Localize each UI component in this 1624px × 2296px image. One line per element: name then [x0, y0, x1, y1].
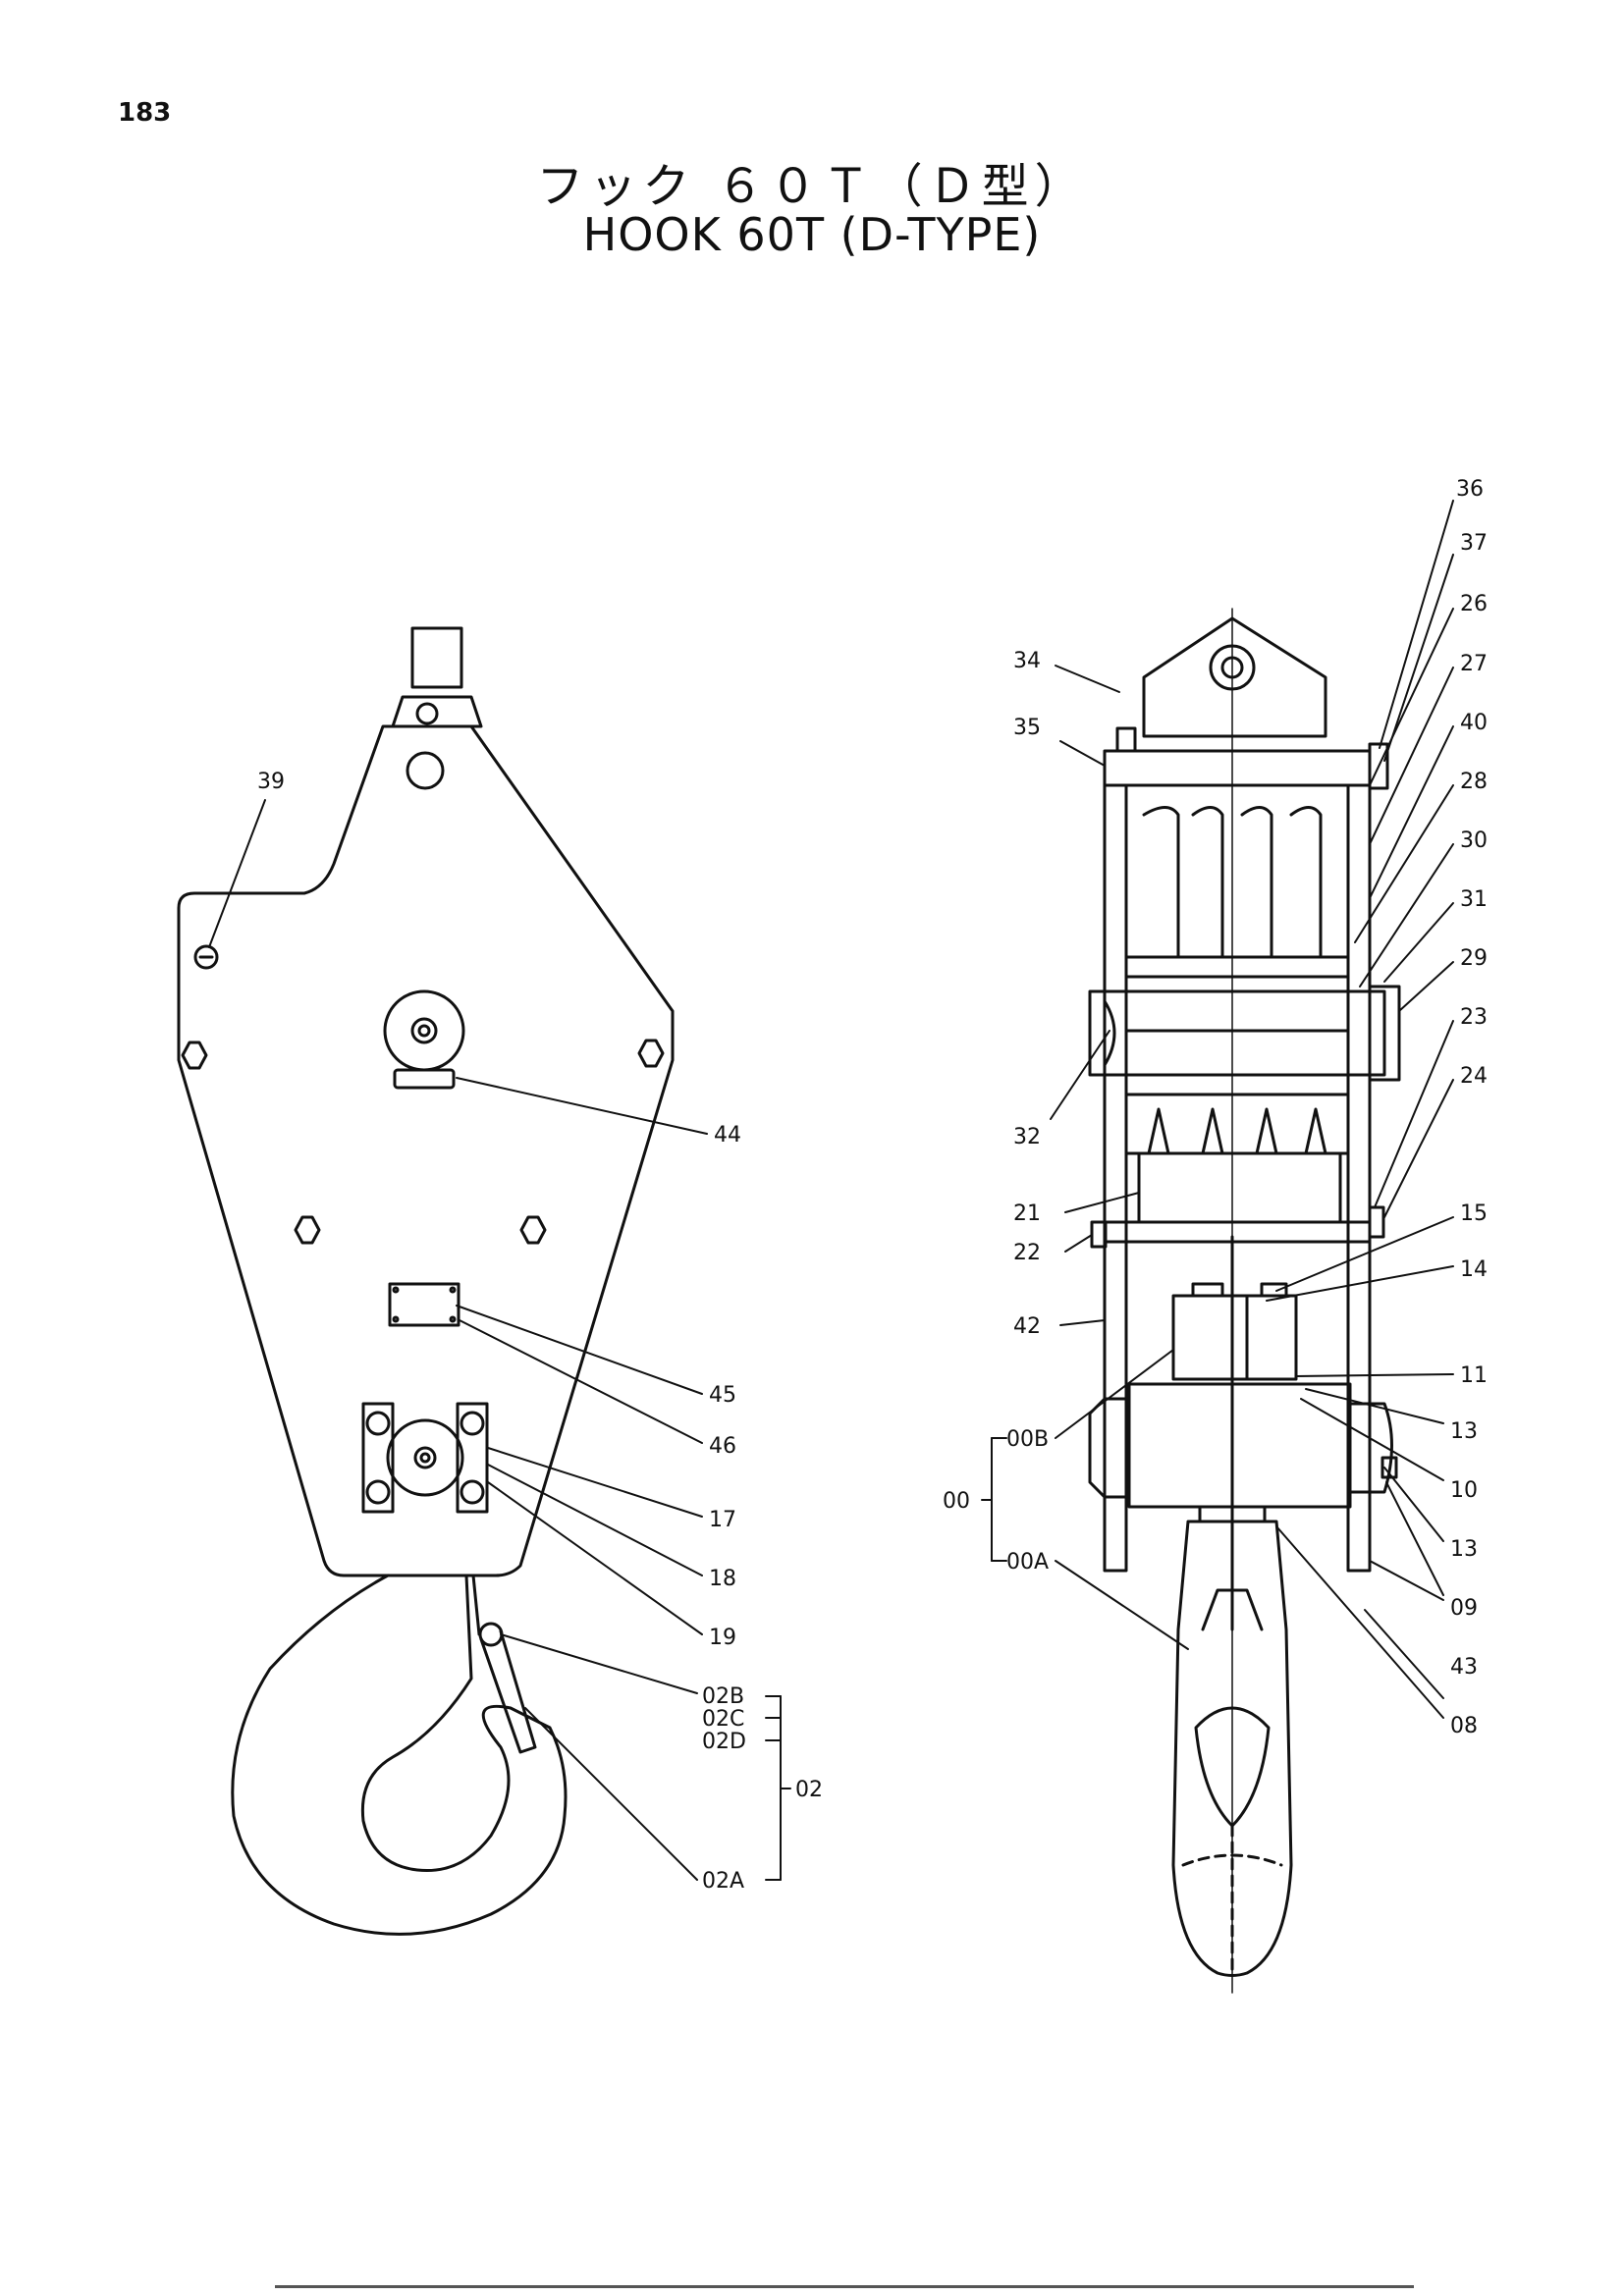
callout-18: 18	[709, 1567, 736, 1591]
callout-14: 14	[1460, 1257, 1488, 1282]
callout-02A: 02A	[702, 1869, 744, 1894]
callout-15: 15	[1460, 1201, 1488, 1226]
page-number: 183	[118, 98, 172, 128]
callout-27: 27	[1460, 652, 1488, 676]
callout-19: 19	[709, 1626, 736, 1650]
callout-08: 08	[1450, 1714, 1478, 1738]
callout-02D: 02D	[702, 1730, 746, 1754]
callout-02C: 02C	[702, 1707, 744, 1732]
callout-35: 35	[1013, 716, 1041, 740]
callout-02: 02	[795, 1778, 823, 1802]
callout-02B: 02B	[702, 1684, 744, 1709]
title-english: HOOK 60T (D-TYPE)	[582, 208, 1042, 261]
callout-42: 42	[1013, 1314, 1041, 1339]
callout-37: 37	[1460, 531, 1488, 556]
title-japanese: フック ６０Ｔ（Ｄ型）	[536, 159, 1088, 214]
callout-43: 43	[1450, 1655, 1478, 1680]
callout-00A: 00A	[1006, 1550, 1049, 1575]
front-view-callouts: 39 44 45 46 17 18 19 02B 02C 02D 02A 02	[257, 770, 823, 1894]
callout-30: 30	[1460, 828, 1488, 853]
front-view-hook-block	[177, 626, 675, 1936]
side-view-hook-block	[1088, 616, 1401, 1977]
page-bottom-rule	[275, 2285, 1414, 2288]
callout-09: 09	[1450, 1596, 1478, 1621]
callout-21: 21	[1013, 1201, 1041, 1226]
callout-22: 22	[1013, 1241, 1041, 1265]
callout-17: 17	[709, 1508, 736, 1532]
callout-24: 24	[1460, 1064, 1488, 1089]
side-view-leader-lines	[981, 500, 1454, 1719]
callout-40: 40	[1460, 711, 1488, 735]
callout-45: 45	[709, 1383, 736, 1408]
callout-13-lower: 13	[1450, 1537, 1478, 1562]
callout-34: 34	[1013, 649, 1041, 673]
callout-32: 32	[1013, 1125, 1041, 1149]
callout-11: 11	[1460, 1363, 1488, 1388]
callout-00: 00	[943, 1489, 970, 1514]
front-view-leader-lines	[208, 799, 791, 1881]
callout-00B: 00B	[1006, 1427, 1049, 1452]
callout-46: 46	[709, 1434, 736, 1459]
callout-29: 29	[1460, 946, 1488, 971]
callout-31: 31	[1460, 887, 1488, 912]
callout-36: 36	[1456, 477, 1484, 502]
callout-10: 10	[1450, 1478, 1478, 1503]
callout-13-upper: 13	[1450, 1419, 1478, 1444]
callout-44: 44	[714, 1123, 741, 1148]
callout-39: 39	[257, 770, 285, 794]
callout-28: 28	[1460, 770, 1488, 794]
callout-23: 23	[1460, 1005, 1488, 1030]
side-view-callouts: 36 37 26 27 40 28 30 31 29 23 24 15 14 1…	[943, 477, 1488, 1738]
callout-26: 26	[1460, 592, 1488, 616]
